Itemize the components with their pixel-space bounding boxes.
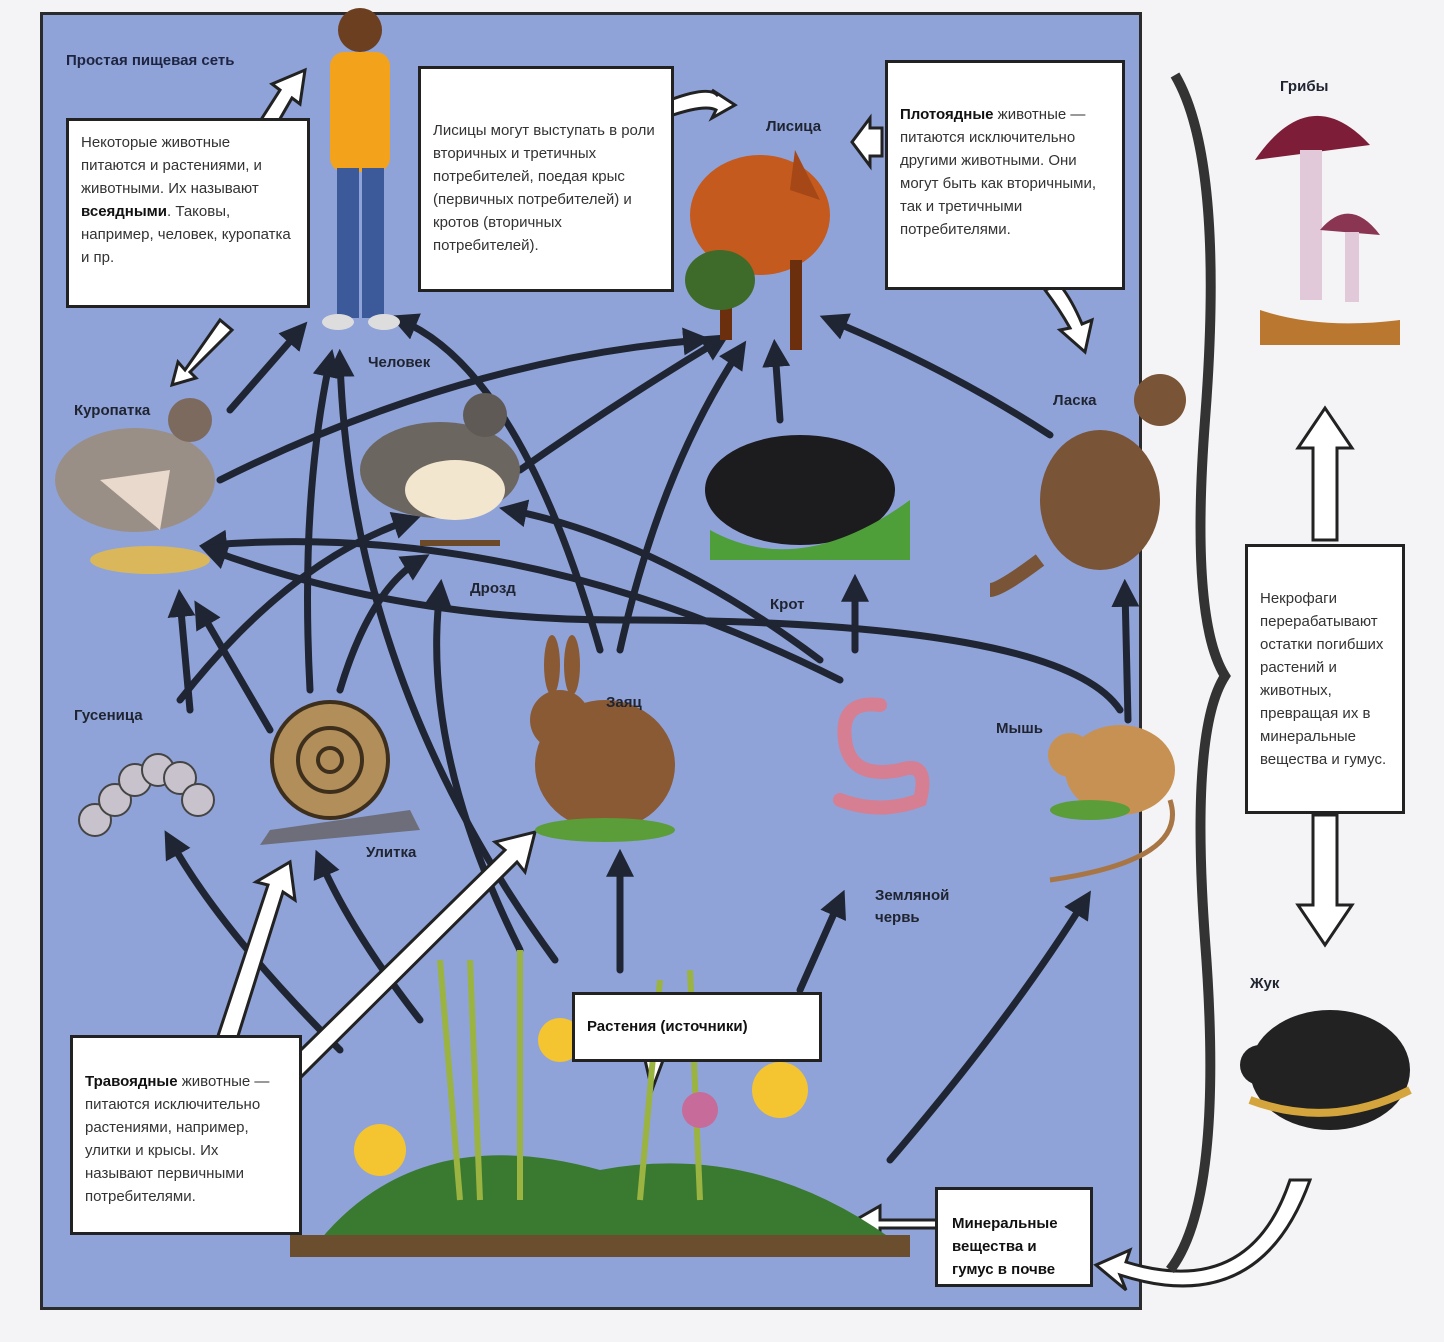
- fox-note-text: Лисицы могут выступать в роли вторичных …: [433, 122, 655, 254]
- arrow-weasel-to-fox: [830, 320, 1050, 435]
- plants-text: Растения (источники): [587, 1018, 748, 1035]
- label-fungi: Грибы: [1280, 78, 1328, 95]
- arrow-worm2-to-partridge: [210, 550, 1120, 710]
- necro-arrow-down: [1298, 815, 1352, 945]
- label-worm: Земляной червь: [875, 885, 965, 929]
- fungi-figure: [1255, 116, 1400, 345]
- label-hare: Заяц: [606, 694, 642, 711]
- arrow-snail-to-thrush: [340, 560, 420, 690]
- mole-figure: [705, 435, 910, 560]
- label-mouse: Мышь: [996, 720, 1043, 737]
- label-human: Человек: [368, 354, 430, 371]
- herbivores-bold: Травоядные: [85, 1073, 178, 1090]
- arrow-plants-to-mouse: [890, 900, 1085, 1160]
- thrush-figure: [360, 393, 520, 546]
- omnivores-text-before: Некоторые животные питаются и растениями…: [81, 134, 262, 197]
- label-beetle: Жук: [1250, 975, 1279, 992]
- mouse-figure: [1048, 725, 1175, 880]
- label-thrush: Дрозд: [470, 580, 516, 597]
- herbivores-box: Травоядные животные — питаются исключите…: [70, 1035, 302, 1235]
- fox-note-box: Лисицы могут выступать в роли вторичных …: [418, 66, 674, 292]
- curly-brace: [1170, 75, 1225, 1270]
- necrophages-text: Некрофаги перерабатывают остатки погибши…: [1260, 590, 1386, 768]
- arrow-snail-to-human: [308, 360, 331, 690]
- arrow-mouse-to-weasel: [1125, 590, 1128, 720]
- carnivores-text: животные — питаются исключительно другим…: [900, 106, 1096, 238]
- fox-note-arrow: [670, 90, 735, 118]
- carnivores-bold: Плотоядные: [900, 106, 994, 123]
- necro-arrow-up: [1298, 408, 1352, 540]
- label-weasel: Ласка: [1053, 392, 1096, 409]
- carnivore-arrow-down: [1045, 285, 1092, 352]
- label-snail: Улитка: [366, 844, 416, 861]
- label-fox: Лисица: [766, 118, 821, 135]
- plants-box: Растения (источники): [572, 992, 822, 1062]
- carnivore-arrow-left: [852, 118, 882, 166]
- omnivore-arrow-down: [172, 320, 232, 385]
- omnivores-box: Некоторые животные питаются и растениями…: [66, 118, 310, 308]
- arrow-partridge-to-human: [230, 330, 300, 410]
- diagram-title: Простая пищевая сеть: [66, 52, 234, 69]
- worm-figure: [840, 704, 923, 807]
- arrow-mole-to-fox: [775, 350, 780, 420]
- carnivores-box: Плотоядные животные — питаются исключите…: [885, 60, 1125, 290]
- herbivores-text: животные — питаются исключительно растен…: [85, 1073, 269, 1205]
- minerals-box: Минеральные вещества и гумус в почве: [935, 1187, 1093, 1287]
- minerals-text: Минеральные вещества и гумус в почве: [952, 1215, 1058, 1278]
- arrow-plants-to-worm: [800, 900, 840, 990]
- partridge-figure: [55, 398, 215, 574]
- hare-figure: [530, 635, 675, 842]
- label-partridge: Куропатка: [74, 402, 150, 419]
- label-mole: Крот: [770, 596, 804, 613]
- snail-figure: [260, 702, 420, 845]
- human-figure: [322, 8, 400, 330]
- label-caterpillar: Гусеница: [74, 707, 143, 724]
- fox-figure: [685, 150, 830, 350]
- necrophages-box: Некрофаги перерабатывают остатки погибши…: [1245, 544, 1405, 814]
- caterpillar-figure: [79, 754, 214, 836]
- arrow-snail-to-partridge: [200, 610, 270, 730]
- omnivores-bold: всеядными: [81, 203, 167, 220]
- beetle-figure: [1240, 1010, 1410, 1130]
